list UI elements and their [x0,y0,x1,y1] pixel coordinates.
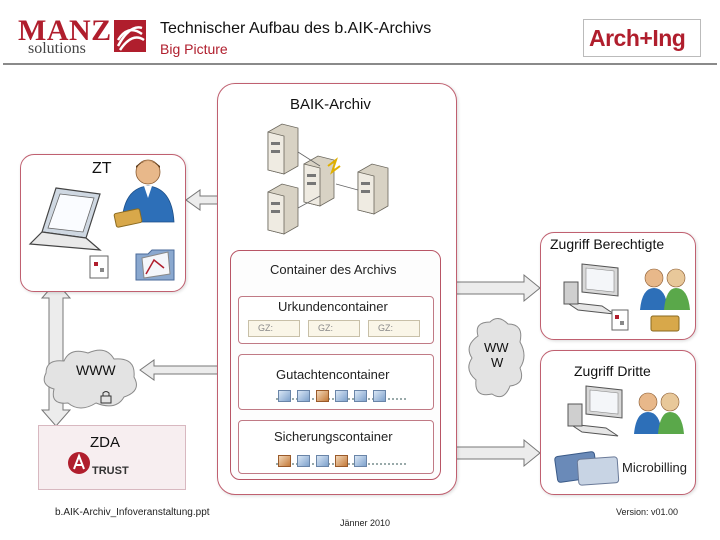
sicherungscontainer-box [238,420,434,474]
users-pair-icon [634,392,684,434]
zugriff-berechtigte-label: Zugriff Berechtigte [550,236,665,252]
a-trust-logo-icon [68,452,90,474]
manz-solutions-logo: MANZ solutions [18,14,146,57]
page-subtitle: Big Picture [160,41,228,57]
sicherung-documents [278,453,367,469]
document-icon [354,390,367,402]
zugriff-dritte-label: Zugriff Dritte [574,363,651,379]
gz-slot: GZ: [248,320,300,337]
www-mid-label-line1: WW [484,340,509,355]
manz-logo-sub: solutions [28,40,86,57]
gutachtencontainer-label: Gutachtencontainer [276,367,390,382]
document-icon [316,390,329,402]
urkundencontainer-label: Urkundencontainer [278,299,388,314]
header-divider [3,63,717,65]
arch-ing-logo: Arch+Ing [583,19,701,57]
document-icon [316,455,329,467]
footer-version: Version: v01.00 [616,507,679,517]
document-icon [335,455,348,467]
zt-label: ZT [92,160,112,177]
gz-slots: GZ: GZ: GZ: [248,320,428,338]
document-icon [278,455,291,467]
laptop-icon [28,187,102,251]
gutachten-documents [278,388,386,404]
gz-slot: GZ: [308,320,360,337]
www-mid-label-line2: W [491,355,504,370]
card-icon [650,315,680,332]
www-left-label: WWW [76,362,116,378]
www-cloud-icon [43,349,137,409]
lock-icon [100,391,112,404]
microbilling-label: Microbilling [622,460,688,475]
arch-ing-logo-text: Arch+Ing [589,25,686,51]
billing-cards-icon [554,451,620,486]
zda-label: ZDA [90,434,120,451]
users-pair-icon [640,268,690,310]
document-icon [297,455,310,467]
baik-archiv-label: BAIK-Archiv [290,96,371,113]
workstation-icon [567,385,623,437]
server-cluster-icon [267,123,389,235]
signature-card-icon [113,208,143,228]
footer-filename: b.AIK-Archiv_Infoveranstaltung.ppt [55,507,210,518]
stamp-icon [611,309,629,331]
container-des-archivs-label: Container des Archivs [270,262,397,277]
footer-date: Jänner 2010 [340,518,391,528]
zda-box [38,425,186,490]
folder-icon [135,249,175,281]
document-icon [297,390,310,402]
document-icon [278,390,291,402]
trust-logo-text: TRUST [92,465,129,477]
manz-logo-brand: MANZ [18,14,112,47]
manz-swirl-icon [114,20,146,52]
sicherungscontainer-label: Sicherungscontainer [274,429,393,444]
gz-slot: GZ: [368,320,420,337]
document-icon [354,455,367,467]
www-mid-cloud-icon [468,318,525,398]
page-title: Technischer Aufbau des b.AIK-Archivs [160,20,432,37]
document-stamp-icon [89,255,109,279]
document-icon [373,390,386,402]
archiv-zt-arrow [185,189,219,211]
document-icon [335,390,348,402]
